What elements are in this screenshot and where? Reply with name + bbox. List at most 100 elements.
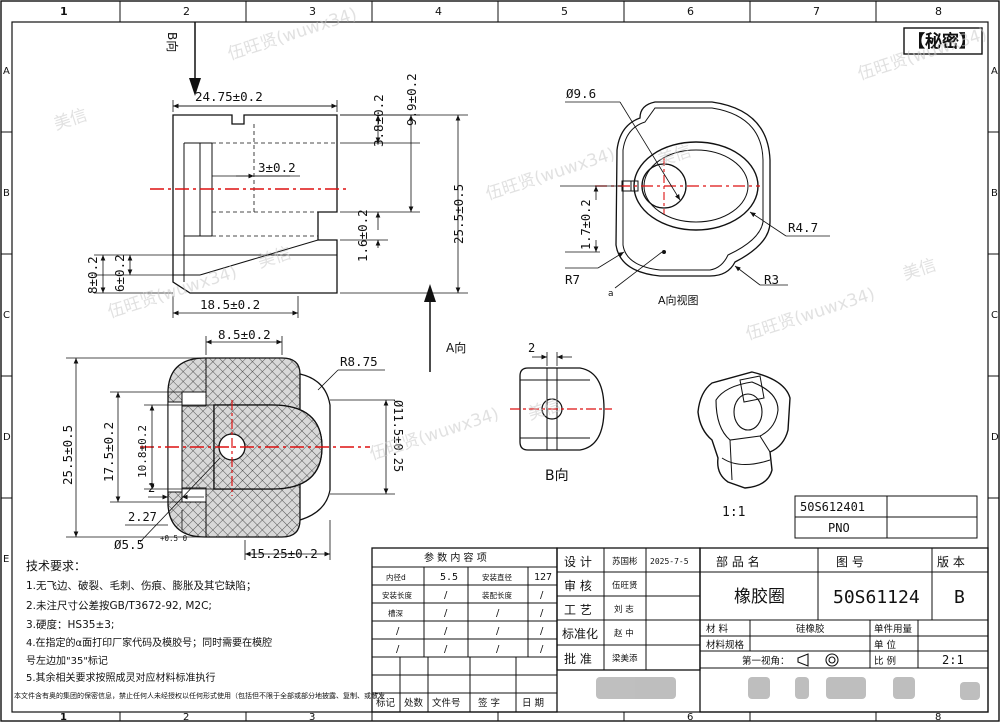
col-label: 6 (687, 5, 694, 18)
col-label: 3 (309, 5, 316, 18)
param-cell: / (396, 644, 400, 655)
signoff-rows: 设 计 苏国彬 2025-7-5 审 核 伍旺贤 工 艺 刘 志 标准化 赵 中… (562, 555, 689, 666)
param-cell: 内径d (386, 572, 406, 582)
version: B (954, 587, 965, 608)
col-label: 2 (183, 712, 189, 722)
a-view-dimensions (560, 101, 830, 289)
dim-3: 3±0.2 (258, 160, 296, 175)
revision-header: 处数 (404, 697, 424, 709)
param-cell: / (540, 590, 544, 601)
dim-phi5-5-tolerance: +0.5 0 (160, 534, 188, 543)
param-cell: / (540, 608, 544, 619)
revision-header: 标记 (376, 697, 396, 709)
iso-view (697, 371, 791, 489)
svg-text:美信: 美信 (51, 105, 90, 135)
row-label: B (3, 188, 10, 199)
ref-part-box (794, 495, 978, 539)
projection-label: 第一视角： (742, 655, 790, 667)
dim-17-5: 17.5±0.2 (101, 422, 116, 482)
secret-tag-text: 【秘密】 (908, 31, 976, 52)
a-direction-label: A向 (446, 340, 466, 355)
param-cell: / (444, 644, 448, 655)
ref-part-no: 50S612401 (800, 500, 865, 514)
front-view (172, 114, 338, 294)
col-label: 8 (935, 5, 942, 18)
dim-1-7: 1.7±0.2 (579, 199, 593, 250)
material: 硅橡胶 (796, 623, 825, 635)
unit-label: 单 位 (874, 639, 897, 651)
tech-item: 1.无飞边、破裂、毛刺、伤痕、膨胀及其它缺陷； (26, 579, 257, 592)
signoff-name: 梁美添 (612, 653, 638, 664)
param-cell: 安装长度 (382, 590, 412, 600)
param-cell: 安装直径 (482, 572, 512, 582)
row-label: D (3, 432, 11, 443)
param-cell: 槽深 (388, 608, 403, 618)
section-view-dimensions (66, 336, 395, 560)
param-cell: / (496, 626, 500, 637)
row-label: D (991, 432, 999, 443)
front-view-dimensions (94, 100, 468, 318)
version-label: 版 本 (937, 555, 965, 569)
dim-10-8: 10.8±0.2 (136, 425, 149, 478)
svg-text:美信: 美信 (255, 243, 294, 273)
pno-label: PNO (828, 521, 850, 535)
params-table (371, 547, 558, 713)
col-label: 2 (183, 5, 190, 18)
part-name: 橡胶圈 (734, 587, 785, 607)
a-view (615, 101, 771, 277)
dim-r7: R7 (565, 272, 580, 287)
tech-title: 技术要求： (26, 559, 86, 573)
row-label: B (991, 188, 998, 199)
row-label: C (991, 310, 998, 321)
param-cell: / (540, 626, 544, 637)
param-cell: / (496, 644, 500, 655)
signoff-name: 伍旺贤 (612, 580, 638, 591)
dim-15-25: 15.25±0.2 (250, 546, 318, 561)
param-cell: / (540, 644, 544, 655)
a-direction-arrow: A向 (424, 284, 466, 372)
param-cell: / (496, 608, 500, 619)
signoff-name: 赵 中 (614, 628, 634, 639)
first-angle-projection-icon (797, 653, 839, 667)
frame-row-labels: A B C D E A B C D (3, 66, 999, 565)
dim-8: 8±0.2 (85, 256, 100, 294)
revision-headers: 标记 处数 文件号 签 字 日 期 (376, 697, 544, 709)
svg-text:美信: 美信 (900, 255, 939, 285)
dim-r8-75: R8.75 (340, 354, 378, 369)
svg-text:伍旺贤(wuwx34): 伍旺贤(wuwx34) (743, 284, 877, 345)
svg-text:伍旺贤(wuwx34): 伍旺贤(wuwx34) (225, 4, 359, 65)
scale-label: 比 例 (874, 655, 896, 667)
dim-2-b: 2 (528, 341, 535, 355)
dim-phi5-5: Ø5.5 (114, 537, 144, 552)
a-view-title: A向视图 (658, 293, 699, 307)
b-view-dimensions (532, 352, 572, 366)
secret-tag: 【秘密】 (903, 27, 983, 55)
col-label: 1 (60, 5, 68, 18)
param-cell: / (444, 626, 448, 637)
dim-1-6: 1.6±0.2 (355, 209, 370, 262)
tech-item: 3.硬度：HS35±3; (26, 618, 114, 631)
tech-item: 2.未注尺寸公差按GB/T3672-92, M2C; (26, 599, 212, 612)
dim-25-5-left: 25.5±0.5 (60, 425, 75, 485)
surface-a-mark: a (608, 289, 614, 299)
b-view-title: B向 (545, 468, 569, 484)
dim-2-27: 2.27 (128, 510, 157, 524)
b-direction-label: B向 (165, 32, 180, 52)
col-label: 4 (435, 5, 442, 18)
signoff-role: 设 计 (564, 555, 592, 569)
signoff-role: 标准化 (562, 627, 598, 641)
surface-a-dot (662, 250, 666, 254)
param-cell: 127 (534, 572, 552, 583)
scale-value: 2:1 (942, 653, 964, 667)
param-cell: 装配长度 (482, 590, 512, 600)
revision-header: 签 字 (478, 697, 500, 709)
param-cell: / (444, 590, 448, 601)
tech-item: 4.在指定的α面打印厂家代码及模胶号；同时需要在模腔 (26, 636, 272, 649)
col-label: 8 (935, 712, 941, 722)
dim-3-8: 3.8±0.2 (371, 94, 386, 147)
svg-text:美信: 美信 (525, 395, 564, 425)
tech-item: 号左边加"35"标记 (26, 654, 108, 667)
part-name-label: 部 品 名 (716, 554, 760, 569)
unit-qty-label: 单件用量 (874, 623, 913, 635)
signoff-name: 刘 志 (614, 604, 634, 615)
